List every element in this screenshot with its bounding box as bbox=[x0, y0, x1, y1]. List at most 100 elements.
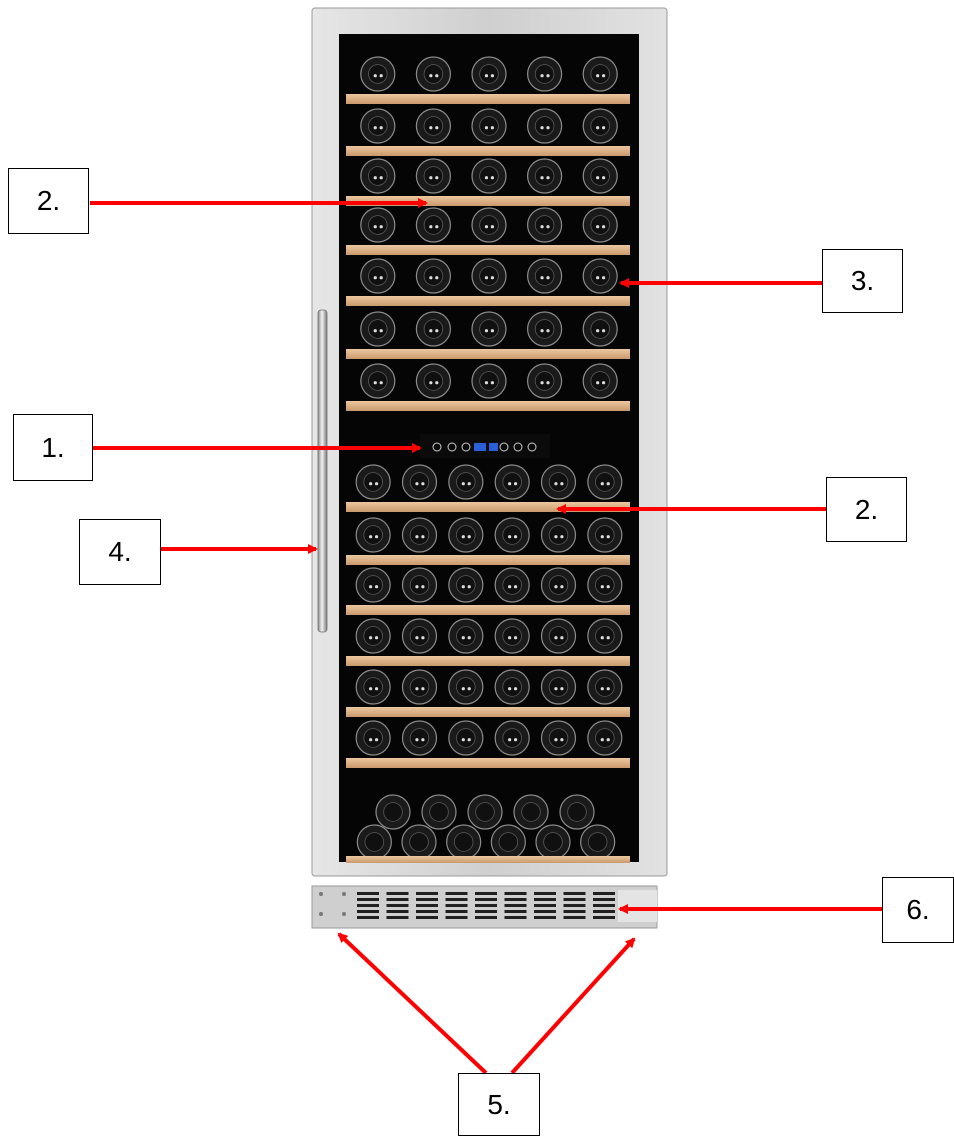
wine-bottle bbox=[471, 363, 507, 399]
wine-bottle bbox=[401, 464, 438, 500]
callout-3: 3. bbox=[822, 249, 903, 313]
wine-bottle bbox=[513, 794, 549, 830]
vent-slot bbox=[563, 916, 586, 919]
wine-bottle bbox=[587, 567, 623, 603]
vent-slot bbox=[357, 898, 379, 901]
wine-bottle bbox=[587, 464, 623, 500]
wine-bottle bbox=[415, 363, 451, 399]
wine-bottle bbox=[587, 618, 623, 654]
vent-slot bbox=[386, 904, 409, 907]
wine-bottle bbox=[355, 720, 391, 756]
vent-slot bbox=[504, 904, 527, 907]
wine-bottle bbox=[582, 363, 618, 399]
screw-icon bbox=[319, 892, 323, 896]
vent-slot bbox=[563, 892, 586, 895]
display-lower bbox=[489, 443, 498, 451]
wine-bottle bbox=[587, 720, 623, 756]
wine-bottle bbox=[582, 56, 618, 92]
wine-bottle bbox=[448, 517, 484, 553]
wine-bottle bbox=[401, 824, 437, 860]
wine-bottle bbox=[448, 618, 484, 654]
vent-slot bbox=[475, 904, 497, 907]
vent-slot bbox=[563, 904, 586, 907]
wine-bottle bbox=[526, 158, 563, 194]
wine-bottle bbox=[421, 794, 457, 830]
wine-bottle bbox=[535, 824, 571, 860]
wine-bottle bbox=[355, 517, 391, 553]
callout-5: 5. bbox=[458, 1073, 540, 1136]
wine-bottle bbox=[494, 517, 530, 553]
wooden-shelf bbox=[346, 245, 630, 255]
wine-bottle bbox=[526, 363, 563, 399]
wine-bottle bbox=[494, 567, 530, 603]
wine-bottle bbox=[494, 618, 530, 654]
wine-bottle bbox=[401, 618, 438, 654]
wine-bottle bbox=[587, 517, 623, 553]
wine-bottle bbox=[401, 567, 438, 603]
vent-slot bbox=[563, 910, 586, 913]
wine-bottle bbox=[494, 720, 530, 756]
light-icon[interactable] bbox=[447, 442, 457, 452]
wooden-shelf bbox=[346, 656, 630, 666]
wine-bottle bbox=[540, 669, 577, 705]
minus-icon[interactable] bbox=[513, 442, 523, 452]
base-kickplate bbox=[311, 885, 658, 929]
vent-slot bbox=[534, 898, 556, 901]
callout-6: 6. bbox=[882, 877, 954, 943]
wooden-shelf bbox=[346, 296, 630, 306]
wine-bottle bbox=[360, 258, 396, 294]
wine-bottle bbox=[375, 794, 411, 830]
wine-bottle bbox=[448, 567, 484, 603]
wooden-shelf bbox=[346, 146, 630, 156]
display-upper bbox=[474, 443, 486, 451]
wine-bottle bbox=[355, 464, 391, 500]
vent-slot bbox=[386, 898, 409, 901]
wine-bottle bbox=[490, 824, 526, 860]
vent-slot bbox=[445, 898, 468, 901]
vent-slot bbox=[445, 904, 468, 907]
vent-slot bbox=[534, 916, 556, 919]
wine-bottle bbox=[540, 517, 577, 553]
wooden-shelf bbox=[346, 349, 630, 359]
vent-slot bbox=[593, 898, 615, 901]
power-icon[interactable] bbox=[432, 442, 442, 452]
wine-bottle bbox=[356, 824, 392, 860]
lock-icon[interactable] bbox=[527, 442, 537, 452]
plus-icon[interactable] bbox=[499, 442, 509, 452]
vent-slot bbox=[534, 910, 556, 913]
vent-slot bbox=[593, 904, 615, 907]
wine-bottle bbox=[415, 56, 451, 92]
vent-slot bbox=[445, 916, 468, 919]
callout-4: 4. bbox=[79, 519, 161, 585]
vent-slot bbox=[416, 916, 438, 919]
arrow-5-right bbox=[510, 937, 636, 1075]
door-handle[interactable] bbox=[317, 309, 328, 633]
vent-slot bbox=[416, 910, 438, 913]
wine-bottle bbox=[587, 669, 623, 705]
screw-icon bbox=[342, 892, 346, 896]
vent-slot bbox=[475, 898, 497, 901]
wooden-shelf bbox=[346, 758, 630, 768]
wine-bottle bbox=[582, 108, 618, 144]
wine-bottle bbox=[471, 158, 507, 194]
wine-bottle bbox=[355, 567, 391, 603]
wine-bottle bbox=[559, 794, 595, 830]
vent-slot bbox=[445, 892, 468, 895]
zone-icon[interactable] bbox=[461, 442, 471, 452]
wine-bottle bbox=[526, 311, 563, 347]
vent-slot bbox=[357, 916, 379, 919]
wine-bottle bbox=[471, 258, 507, 294]
wine-bottle bbox=[540, 720, 577, 756]
arrow-5-left bbox=[337, 932, 488, 1075]
wine-bottle bbox=[471, 108, 507, 144]
vent-slot bbox=[416, 898, 438, 901]
vent-slot bbox=[475, 892, 497, 895]
callout-2-right: 2. bbox=[826, 477, 907, 542]
vent-slot bbox=[504, 898, 527, 901]
vent-slot bbox=[593, 916, 615, 919]
wooden-shelf bbox=[346, 856, 630, 863]
wine-bottle bbox=[360, 363, 396, 399]
ventilation-grille bbox=[357, 892, 615, 919]
vent-slot bbox=[563, 898, 586, 901]
vent-slot bbox=[357, 892, 379, 895]
